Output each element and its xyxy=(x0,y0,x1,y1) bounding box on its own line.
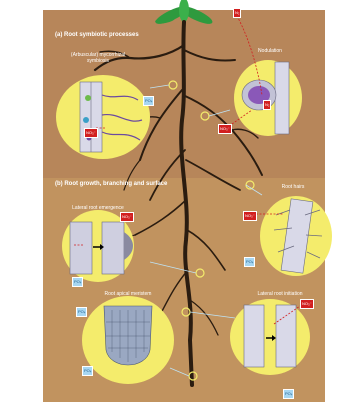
lateral-emergence-label: Lateral root emergence xyxy=(58,205,138,211)
phosphate-badge-initiation: PO₄ xyxy=(283,389,294,399)
phosphate-badge-meristem-left: PO₄ xyxy=(76,307,87,317)
mycorrhizal-label: (Arbuscular) mycorrhizal symbiosis xyxy=(60,52,136,64)
apical-meristem-label: Root apical meristem xyxy=(90,291,166,297)
inset-lateral-initiation xyxy=(230,299,310,375)
inset-mycorrhizal xyxy=(56,75,150,159)
nitrate-badge-mycorrhizal: NO₃⁻ xyxy=(84,128,98,138)
nitrate-badge-root-hairs: NO₃⁻ xyxy=(243,211,257,221)
lateral-initiation-label: Lateral root initiation xyxy=(240,291,320,297)
inset-root-hairs xyxy=(260,196,332,276)
nitrate-badge-emergence: NO₃⁻ xyxy=(120,212,134,222)
panel-a-title: (a) Root symbiotic processes xyxy=(55,32,139,38)
phosphate-badge-emergence: PO₄ xyxy=(72,277,83,287)
nodulation-label: Nodulation xyxy=(245,48,295,54)
nitrate-badge-initiation: NO₃⁻ xyxy=(300,299,314,309)
phosphate-badge-meristem: PO₄ xyxy=(82,366,93,376)
inset-nodulation xyxy=(234,60,302,136)
inset-apical-meristem xyxy=(82,296,174,384)
nitrate-badge-nodulation: NO₃⁻ xyxy=(218,124,232,134)
n2-badge-nodule: N₂ xyxy=(263,100,271,110)
phosphate-badge-root-hairs: PO₄ xyxy=(244,257,255,267)
n2-badge: N₂ xyxy=(233,8,241,18)
root-hairs-label: Root hairs xyxy=(268,184,318,190)
phosphate-badge-mycorrhizal: PO₄ xyxy=(143,96,154,106)
panel-b-title: (b) Root growth, branching and surface xyxy=(55,181,167,187)
